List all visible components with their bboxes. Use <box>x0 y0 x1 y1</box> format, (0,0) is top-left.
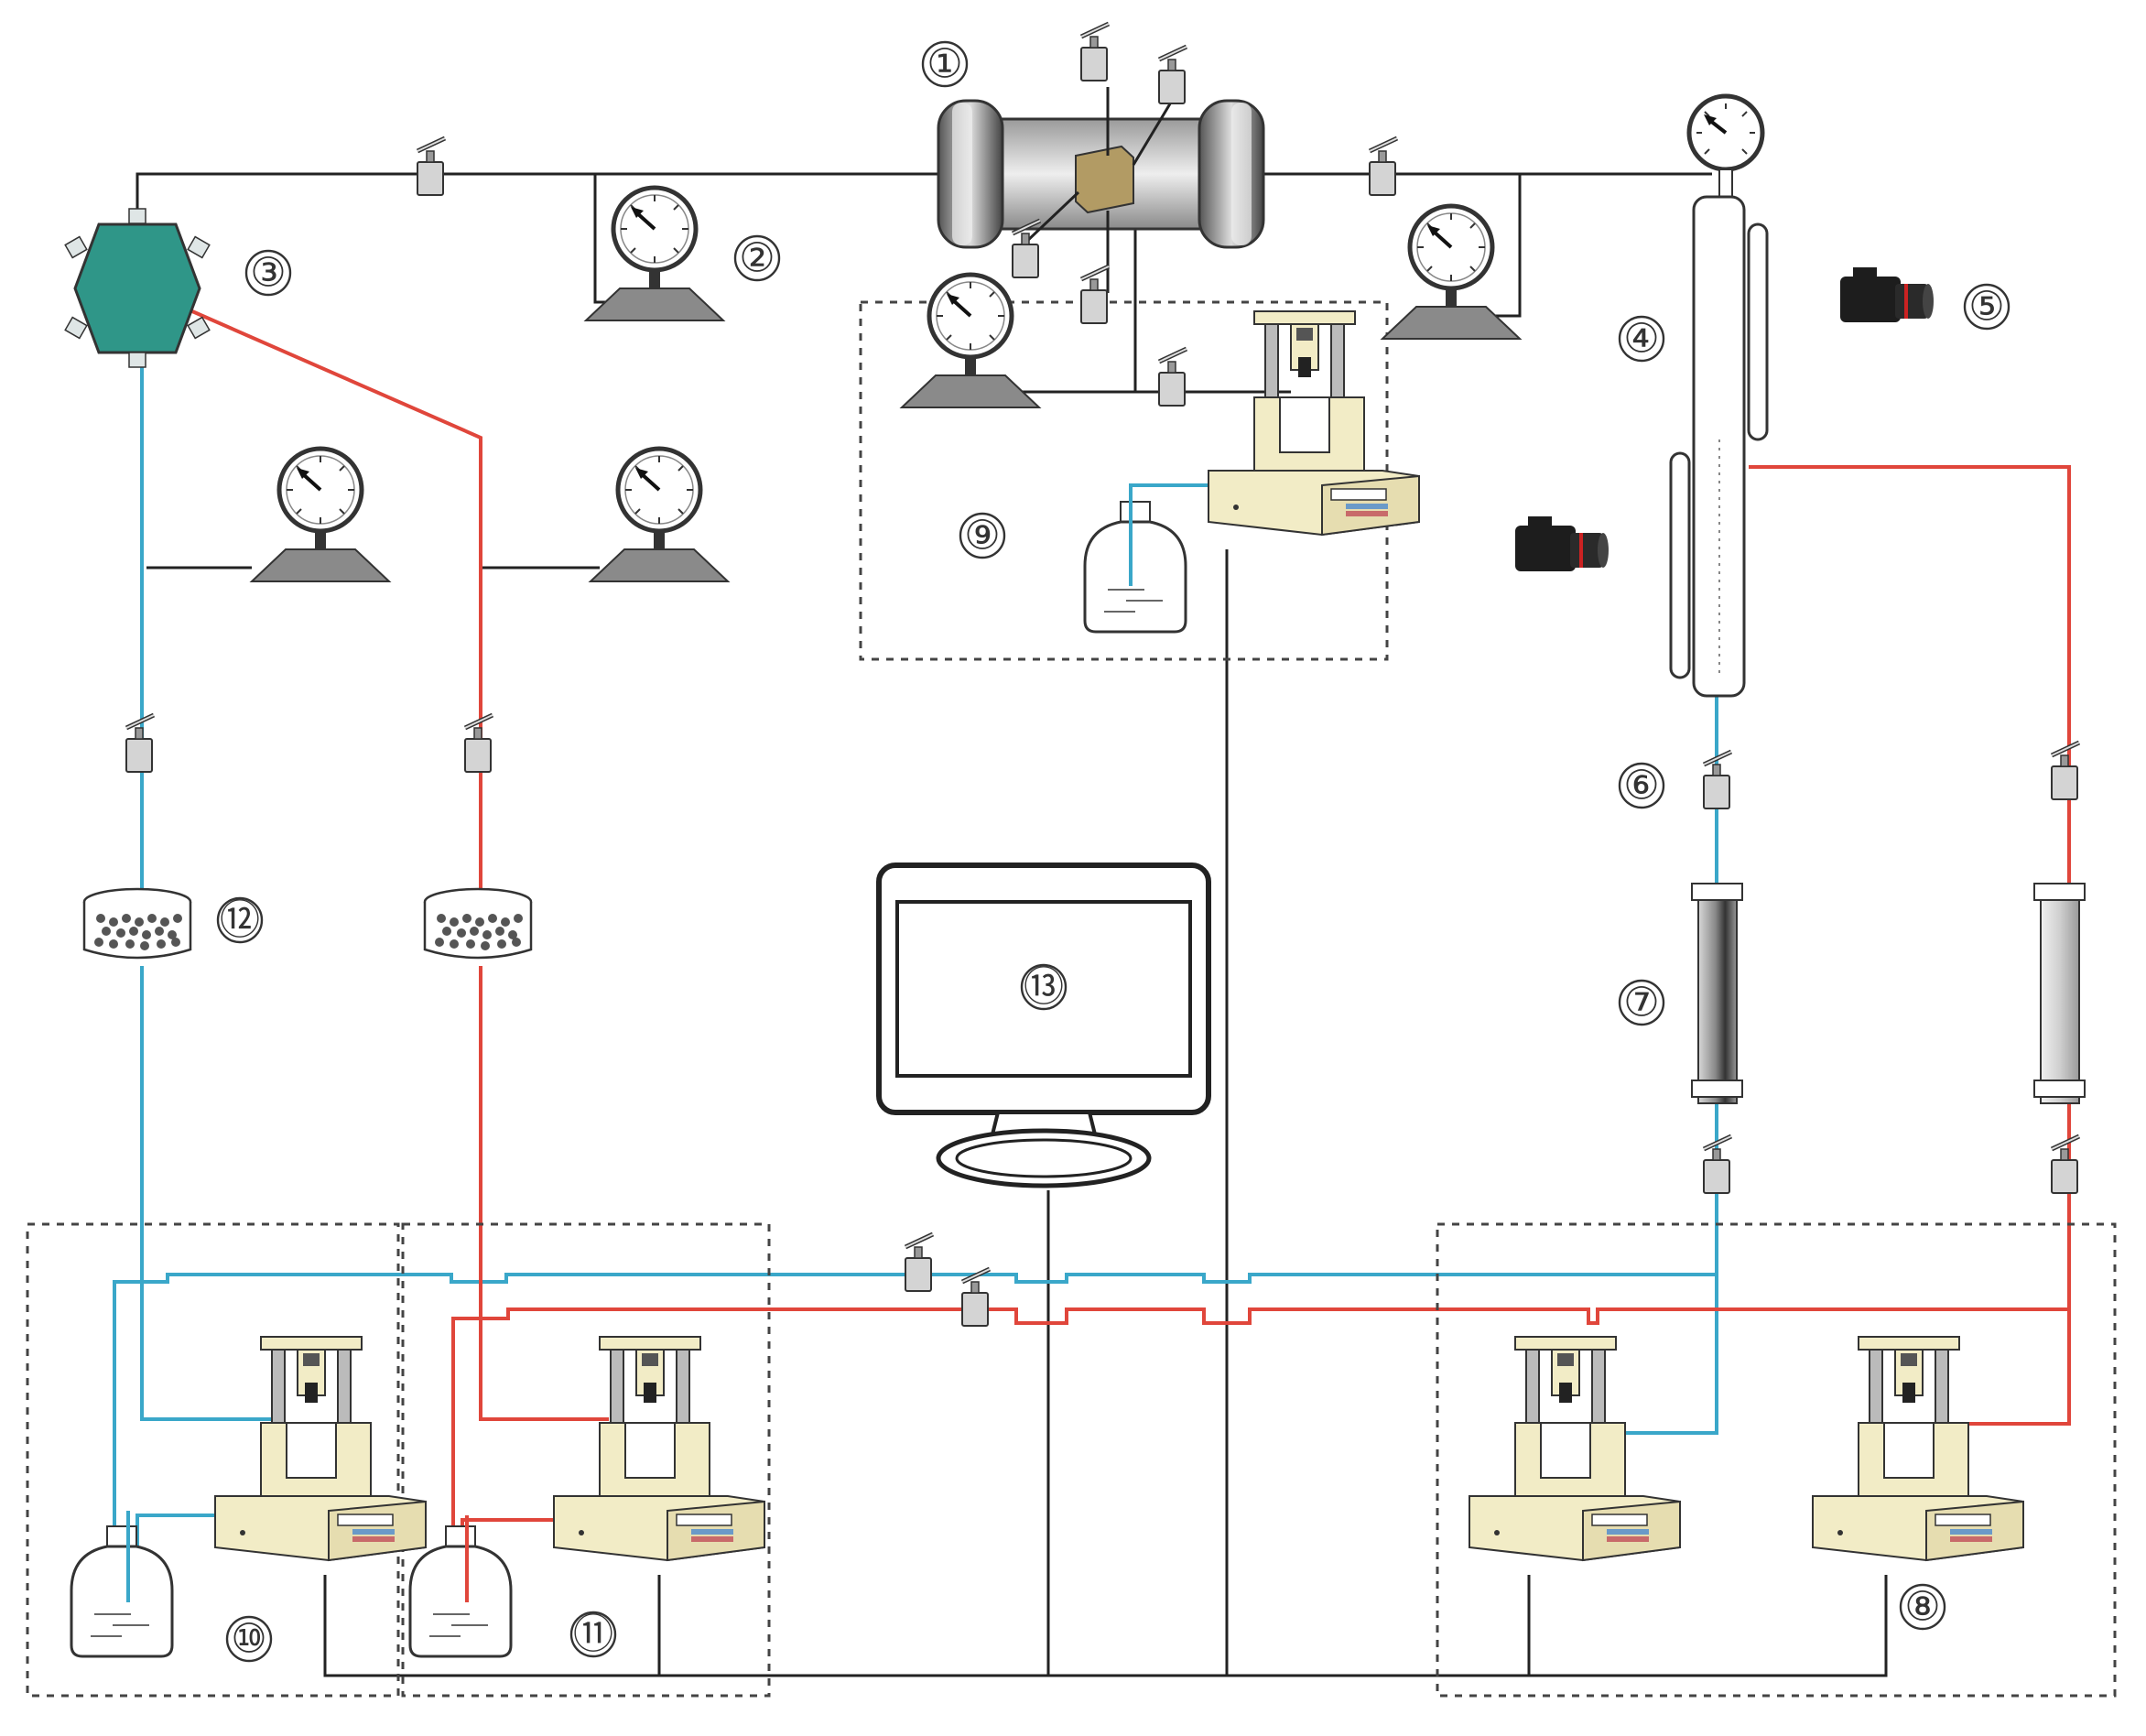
pressure-gauge-icon <box>586 188 723 320</box>
pump-icon <box>1812 1336 2024 1561</box>
box-11 <box>401 1222 771 1698</box>
label-10: ⑩ <box>225 1616 273 1663</box>
valve-icon[interactable] <box>465 715 493 772</box>
valve-icon[interactable] <box>417 138 445 195</box>
svg-text:⑩: ⑩ <box>231 1616 266 1663</box>
label-4: ④ <box>1618 316 1665 363</box>
pressure-gauge-icon <box>252 449 389 581</box>
valve-icon[interactable] <box>1159 349 1187 406</box>
label-2: ② <box>733 235 781 282</box>
valve-icon[interactable] <box>1704 1136 1731 1193</box>
svg-text:⑨: ⑨ <box>964 513 1000 559</box>
valve-icon[interactable] <box>1159 47 1187 103</box>
valve-icon[interactable] <box>1370 138 1397 195</box>
pump-icon <box>1469 1336 1681 1561</box>
svg-text:⑤: ⑤ <box>1968 284 2004 331</box>
valve-icon[interactable] <box>1081 266 1109 323</box>
valve-icon[interactable] <box>2052 1136 2079 1193</box>
label-12: ⑫ <box>216 897 264 944</box>
bead-filter-icon <box>82 887 192 960</box>
pressure-gauge-icon <box>1382 206 1520 339</box>
svg-text:⑥: ⑥ <box>1623 763 1659 809</box>
valve-icon[interactable] <box>126 715 154 772</box>
box-8 <box>1436 1222 2117 1698</box>
label-7: ⑦ <box>1618 980 1665 1026</box>
svg-text:⑦: ⑦ <box>1623 980 1659 1026</box>
box-10 <box>26 1222 400 1698</box>
visual-cell <box>1669 168 1769 698</box>
sand-pack-columns <box>1691 883 2086 1104</box>
bottle-icon <box>1083 500 1187 634</box>
svg-text:④: ④ <box>1623 316 1659 363</box>
valve-icon[interactable] <box>905 1234 933 1291</box>
valve-icon[interactable] <box>1081 24 1109 81</box>
label-13: ⑬ <box>1020 964 1068 1011</box>
label-6: ⑥ <box>1618 763 1665 809</box>
core-holder <box>937 87 1265 293</box>
bead-filter-icon <box>423 887 533 960</box>
valve-icon[interactable] <box>2052 743 2079 799</box>
valve-icon[interactable] <box>1704 752 1731 808</box>
pressure-gauge-icon <box>902 275 1039 407</box>
label-8: ⑧ <box>1899 1584 1946 1631</box>
pump-icon <box>214 1336 427 1561</box>
label-11: ⑪ <box>569 1611 617 1658</box>
label-3: ③ <box>244 250 292 297</box>
callout-labels: ① ② ③ ④ ⑤ ⑥ ⑦ ⑧ ⑨ ⑩ ⑪ ⑫ ⑬ <box>216 41 2011 1663</box>
camera-icon <box>1840 267 1934 322</box>
pressure-gauge-icon <box>1689 96 1762 169</box>
pressure-gauge-icon <box>591 449 728 581</box>
label-1: ① <box>921 41 969 88</box>
svg-text:⑪: ⑪ <box>573 1611 613 1658</box>
label-5: ⑤ <box>1963 284 2011 331</box>
svg-text:①: ① <box>927 41 962 88</box>
label-9: ⑨ <box>959 513 1006 559</box>
valve-icon[interactable] <box>962 1269 990 1326</box>
svg-text:⑬: ⑬ <box>1024 964 1064 1011</box>
bottle-icon <box>70 1524 174 1658</box>
svg-text:⑫: ⑫ <box>220 897 260 944</box>
svg-text:③: ③ <box>250 250 286 297</box>
camera-icon <box>1515 516 1609 571</box>
six-way-valve[interactable] <box>64 208 211 368</box>
svg-text:②: ② <box>739 235 775 282</box>
pump-icon <box>553 1336 765 1561</box>
svg-text:⑧: ⑧ <box>1904 1584 1940 1631</box>
computer-monitor <box>876 863 1211 1188</box>
